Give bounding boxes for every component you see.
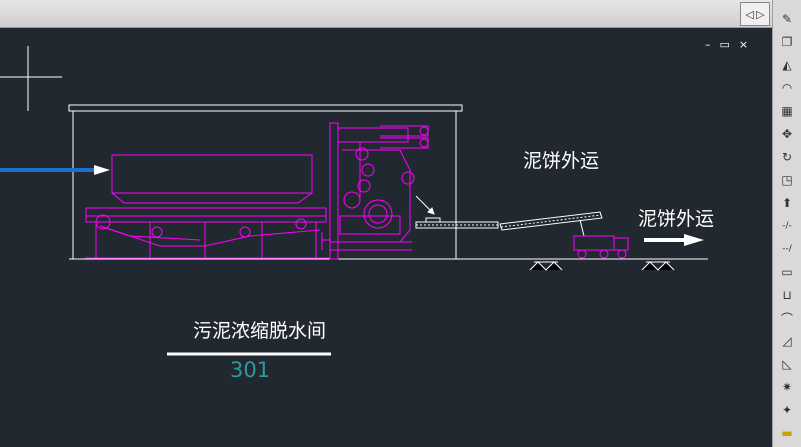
restore-icon[interactable]: ▭ (719, 38, 730, 51)
array-icon[interactable]: ▦ (781, 104, 793, 118)
arrow-left-icon[interactable]: ◁ (745, 7, 754, 21)
rotate-icon[interactable]: ↻ (781, 150, 793, 164)
copy-icon[interactable]: ❐ (781, 35, 793, 49)
screw-conveyor-2 (499, 211, 603, 237)
building-outline (68, 104, 708, 260)
chamfer-icon[interactable]: ⌒ (780, 311, 793, 326)
outlet-arrow (644, 234, 704, 246)
trim-icon[interactable]: -/- (782, 221, 792, 231)
explode-icon[interactable]: ✷ (781, 380, 793, 394)
room-number: 301 (230, 358, 271, 382)
viewport-controls: – ▭ × (705, 38, 748, 51)
properties-icon[interactable]: ✦ (781, 403, 793, 417)
arrow-right-icon[interactable]: ▷ (756, 7, 765, 21)
fillet-icon[interactable]: ◿ (782, 334, 792, 348)
panel-nav-arrows[interactable]: ◁ ▷ (740, 2, 770, 26)
modify-toolbar: ✎ ❐ ◭ ◠ ▦ ✥ ↻ ◳ ⬆ -/- --/ ▭ ⊔ ⌒ ◿ ◺ ✷ ✦ … (772, 0, 801, 447)
crosshair-cursor (0, 46, 62, 111)
drawing-canvas[interactable]: 泥饼外运 泥饼外运 污泥浓缩脱水间 301 (0, 28, 772, 447)
dump-truck (573, 235, 629, 259)
cad-drawing (0, 46, 708, 356)
room-title: 污泥浓缩脱水间 (193, 320, 327, 342)
belt-press (321, 122, 429, 260)
close-icon[interactable]: × (738, 38, 749, 51)
belt-thickener (85, 154, 330, 259)
top-toolbar: ◁ ▷ (0, 0, 801, 28)
stretch-icon[interactable]: ⬆ (781, 196, 793, 210)
label-cake-transport-top: 泥饼外运 (523, 150, 600, 172)
blend-icon[interactable]: ◺ (782, 357, 792, 371)
scale-icon[interactable]: ◳ (781, 173, 793, 187)
extend-icon[interactable]: --/ (782, 244, 792, 254)
ground-hatch (529, 261, 675, 271)
offset-icon[interactable]: ◠ (781, 81, 793, 95)
layer-icon[interactable]: ▬ (781, 426, 793, 440)
mirror-icon[interactable]: ◭ (782, 58, 792, 72)
discharge-arrow (415, 195, 435, 215)
minimize-icon[interactable]: – (705, 38, 711, 51)
inlet-pipe (0, 165, 110, 175)
erase-icon[interactable]: ✎ (781, 12, 793, 26)
join-icon[interactable]: ⊔ (782, 288, 792, 302)
screw-conveyor-1 (415, 217, 499, 229)
break-icon[interactable]: ▭ (781, 265, 793, 279)
label-cake-transport-right: 泥饼外运 (638, 208, 715, 230)
move-icon[interactable]: ✥ (781, 127, 793, 141)
